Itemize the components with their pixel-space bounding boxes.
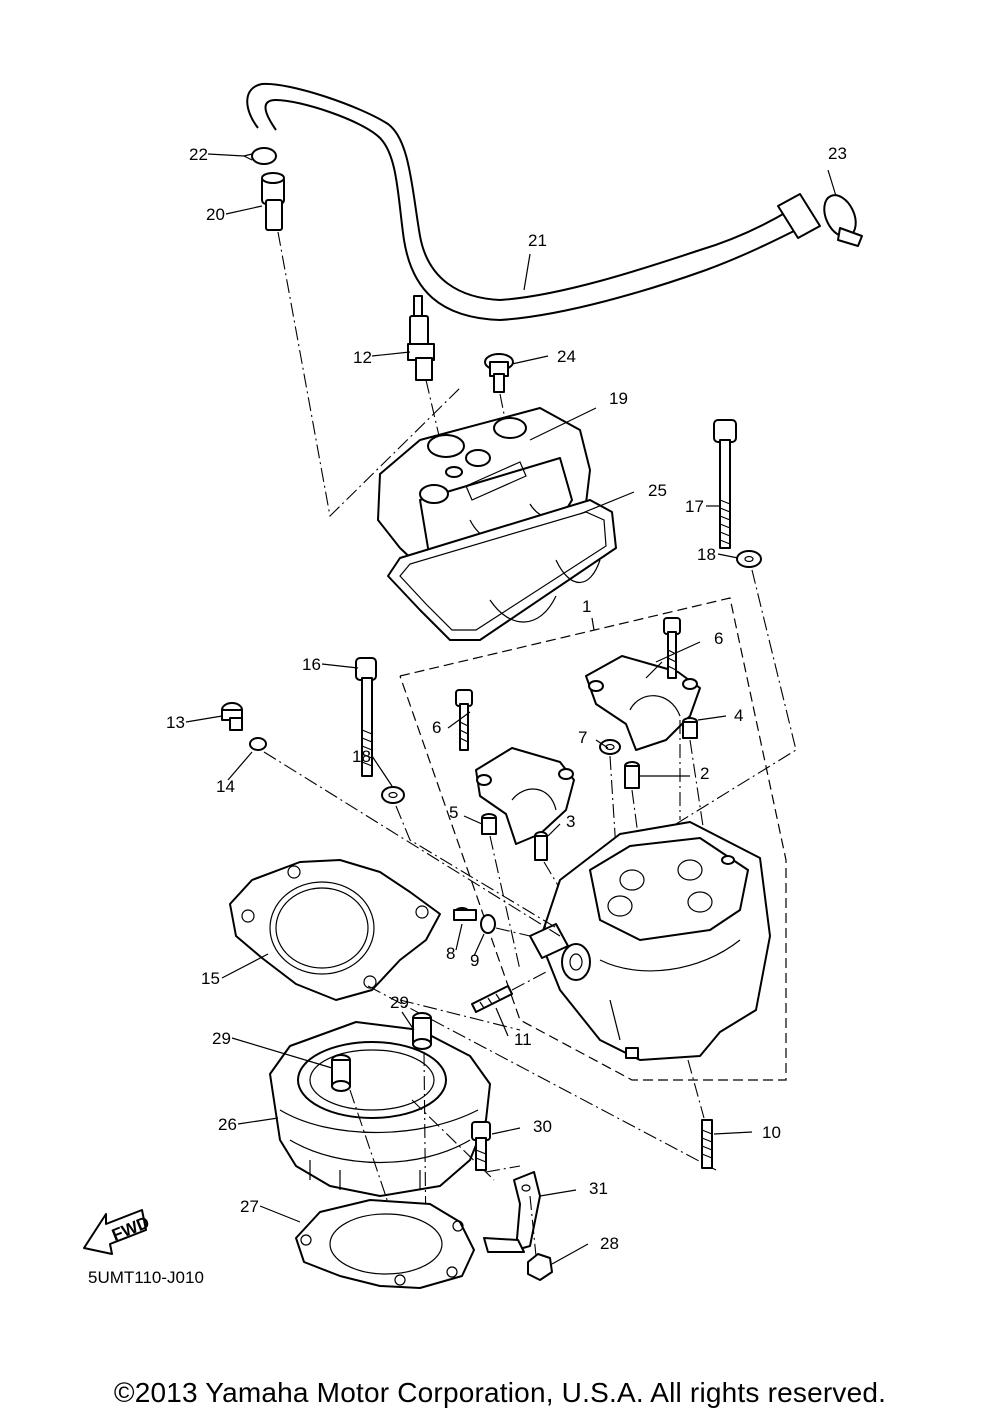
exploded-parts-diagram: FWD 12: [83, 82, 863, 1289]
exhaust-stud: [471, 985, 513, 1013]
assembly-boundary: [399, 597, 787, 1081]
dowel-pin-right: [682, 717, 698, 739]
copper-washer: [249, 737, 267, 751]
callout-label-3: 3: [566, 812, 575, 831]
cylinder-dowel-right: [412, 1012, 432, 1050]
callout-label-21: 21: [528, 231, 547, 250]
callout-label-12: 12: [353, 348, 372, 367]
long-bolt-left: [355, 657, 377, 777]
plug: [599, 739, 621, 755]
guide-pin: [624, 761, 640, 789]
washer-left: [381, 786, 405, 804]
long-bolt-right: [713, 419, 737, 549]
copyright-notice: ©2013 Yamaha Motor Corporation, U.S.A. A…: [113, 1377, 887, 1408]
callout-label-11: 11: [514, 1030, 532, 1049]
callout-label-25: 25: [648, 481, 667, 500]
callout-label-30: 30: [533, 1117, 552, 1136]
base-gasket: [295, 1199, 475, 1289]
cover-gasket: [387, 499, 617, 641]
spark-plug: [407, 295, 435, 381]
dowel-pin-left: [481, 813, 497, 835]
callout-label-16: 16: [302, 655, 321, 674]
breather-hose: [246, 82, 821, 322]
callout-label-18: 18: [352, 747, 371, 766]
small-bolt: [453, 907, 477, 921]
union-bolt: [221, 702, 243, 731]
callout-label-15: 15: [201, 969, 220, 988]
cylinder-head: [529, 821, 771, 1061]
cap-bolt-left: [455, 689, 473, 751]
callout-label-4: 4: [734, 706, 743, 725]
callout-label-22: 22: [189, 145, 208, 164]
callout-label-26: 26: [218, 1115, 237, 1134]
callout-label-20: 20: [206, 205, 225, 224]
cylinder-dowel-left: [331, 1054, 351, 1092]
flange-nut: [527, 1253, 553, 1281]
callout-label-23: 23: [828, 144, 847, 163]
cover-bolt: [484, 353, 514, 393]
callout-label-29: 29: [212, 1029, 231, 1048]
fwd-direction-arrow: FWD: [83, 1209, 152, 1255]
callout-label-5: 5: [449, 803, 458, 822]
head-gasket: [229, 859, 441, 1001]
callout-label-9: 9: [470, 951, 479, 970]
washer-right: [736, 550, 762, 568]
callout-label-6: 6: [432, 718, 441, 737]
callout-label-8: 8: [446, 944, 455, 963]
cylinder-stud: [701, 1119, 713, 1169]
callout-label-6: 6: [714, 629, 723, 648]
camshaft-cap-left: [475, 747, 575, 845]
callout-label-29: 29: [390, 993, 409, 1012]
callout-label-31: 31: [589, 1179, 608, 1198]
callout-leaders: [185, 153, 837, 1265]
hose-clip: [242, 147, 277, 165]
callout-label-19: 19: [609, 389, 628, 408]
callout-label-2: 2: [700, 764, 709, 783]
cylinder: [269, 1021, 491, 1197]
callout-label-24: 24: [557, 347, 576, 366]
breather-fitting: [261, 172, 285, 231]
callout-label-1: 1: [582, 597, 591, 616]
camshaft-cap-right: [585, 655, 701, 751]
bracket: [483, 1171, 541, 1253]
callout-label-14: 14: [216, 777, 235, 796]
callout-label-17: 17: [685, 497, 704, 516]
callout-label-28: 28: [600, 1234, 619, 1253]
hose-clamp: [823, 194, 863, 247]
callout-label-18: 18: [697, 545, 716, 564]
callout-label-7: 7: [578, 728, 587, 747]
callout-label-13: 13: [166, 713, 185, 732]
fwd-label: FWD: [109, 1213, 152, 1245]
callout-label-10: 10: [762, 1123, 781, 1142]
stud-bolt: [534, 831, 548, 861]
callout-label-27: 27: [240, 1197, 259, 1216]
small-washer: [480, 914, 496, 934]
cylinder-bolt: [471, 1121, 491, 1171]
diagram-code: 5UMT110-J010: [88, 1268, 204, 1287]
